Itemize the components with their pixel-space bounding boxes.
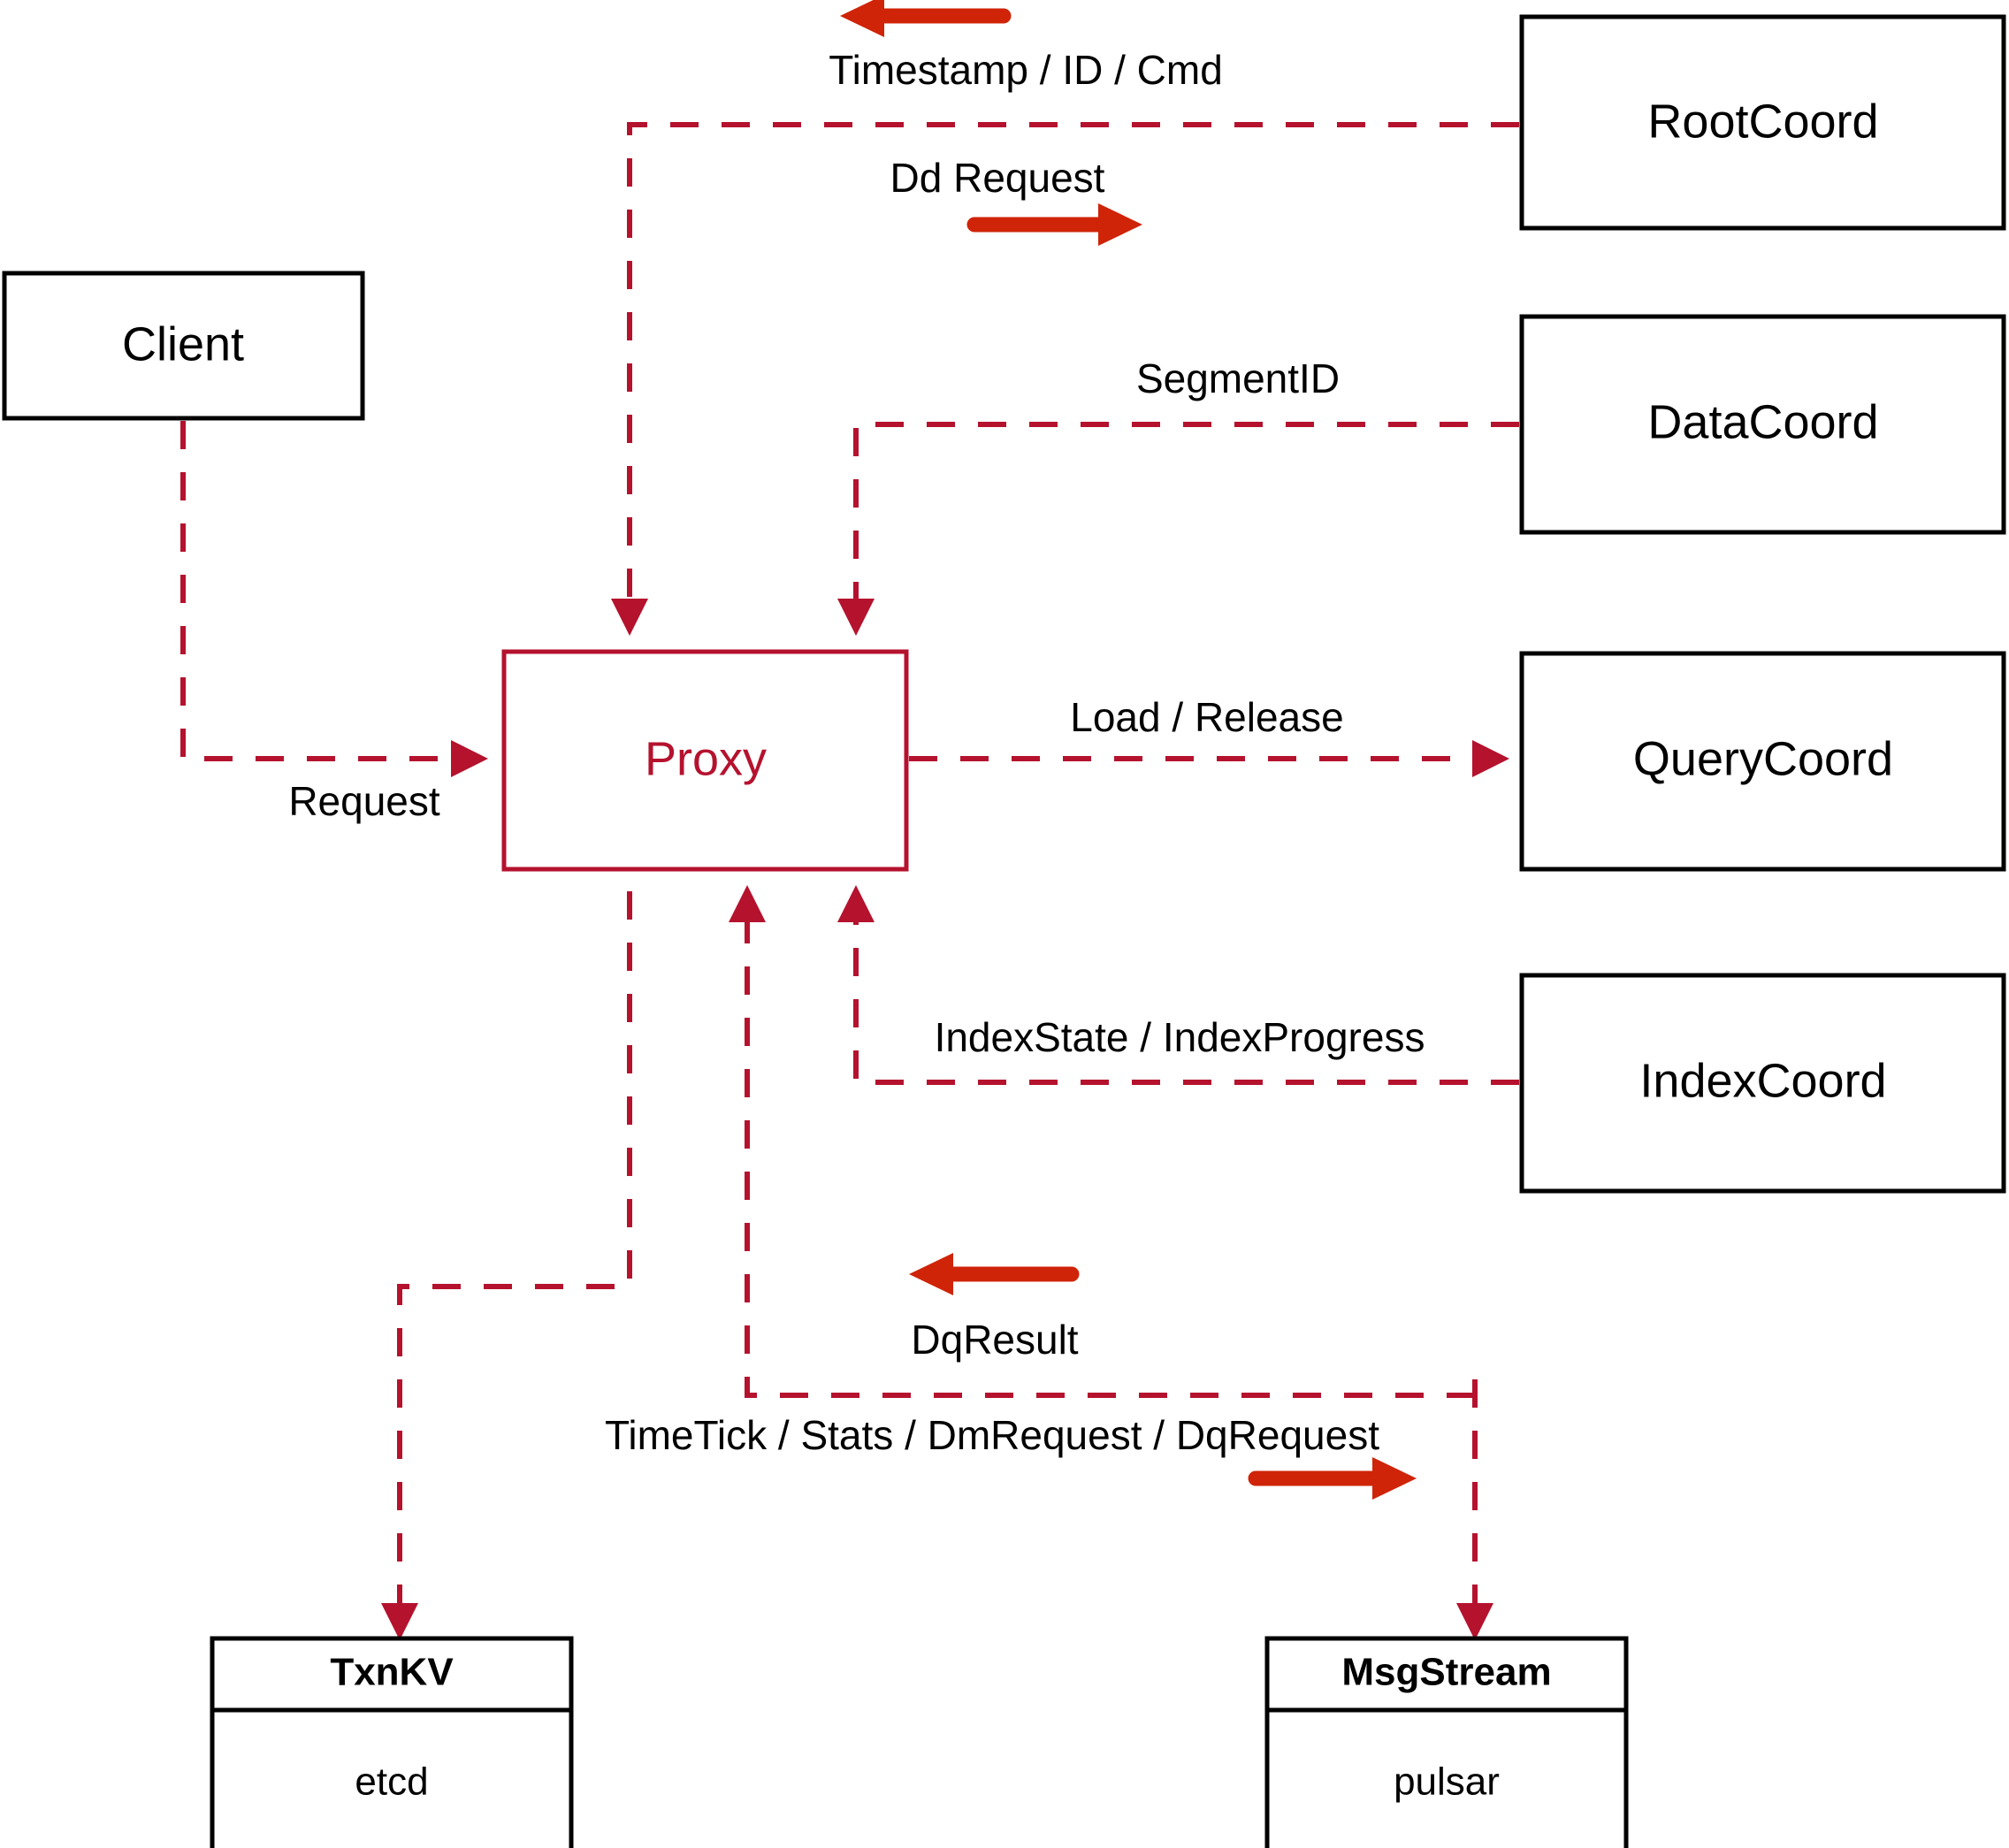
edge-label-dq-result: DqResult (911, 1317, 1078, 1363)
edge-label-segment-id: SegmentID (1136, 355, 1340, 401)
edge-request (180, 421, 488, 777)
edge-timetick-stats-dm-dq (381, 891, 632, 1640)
direction-arrow-layer (840, 0, 1417, 1500)
direction-arrow-left-timestamp (840, 0, 1012, 37)
edge-segment-id (837, 422, 1519, 636)
node-client-label: Client (122, 317, 244, 370)
edge-label-load-release: Load / Release (1070, 694, 1343, 740)
node-proxy[interactable]: Proxy (501, 649, 909, 872)
node-txnkv-impl: etcd (355, 1760, 428, 1804)
edge-layer (180, 122, 1519, 1640)
node-msgstream-impl: pulsar (1394, 1760, 1500, 1804)
node-msgstream-label: MsgStream (1341, 1651, 1551, 1694)
edge-label-request: Request (288, 778, 440, 824)
node-txnkv-label: TxnKV (330, 1651, 454, 1694)
node-index-coord-label: IndexCoord (1639, 1054, 1886, 1107)
node-root-coord[interactable]: RootCoord (1519, 14, 2006, 231)
direction-arrow-right-timetick (1248, 1457, 1417, 1500)
node-proxy-label: Proxy (645, 732, 767, 785)
node-client[interactable]: Client (2, 271, 365, 421)
node-query-coord[interactable]: QueryCoord (1519, 651, 2006, 872)
edge-label-timestamp-id-cmd: Timestamp / ID / Cmd (829, 47, 1223, 93)
edge-dq-result (729, 885, 1475, 1398)
edge-label-index-state-progress: IndexState / IndexProgress (935, 1014, 1425, 1060)
node-msgstream[interactable]: MsgStream pulsar (1264, 1636, 1629, 1848)
edge-index-state-progress (837, 885, 1519, 1085)
edge-label-dd-request: Dd Request (890, 155, 1105, 201)
node-data-coord-label: DataCoord (1647, 395, 1878, 448)
edge-label-timetick-stats-dm-dq: TimeTick / Stats / DmRequest / DqRequest (605, 1412, 1379, 1458)
node-txnkv[interactable]: TxnKV etcd (210, 1636, 574, 1848)
node-layer: Client Proxy RootCoord DataCoord QueryCo… (2, 14, 2006, 1848)
node-query-coord-label: QueryCoord (1633, 732, 1893, 785)
direction-arrow-left-dq-result (909, 1253, 1080, 1295)
node-index-coord[interactable]: IndexCoord (1519, 973, 2006, 1194)
node-data-coord[interactable]: DataCoord (1519, 314, 2006, 535)
direction-arrow-right-dd-request (966, 203, 1142, 246)
edge-label-layer: Timestamp / ID / Cmd Dd Request SegmentI… (288, 47, 1425, 1458)
node-root-coord-label: RootCoord (1647, 95, 1878, 148)
edge-timestamp-id-cmd (611, 122, 1519, 636)
